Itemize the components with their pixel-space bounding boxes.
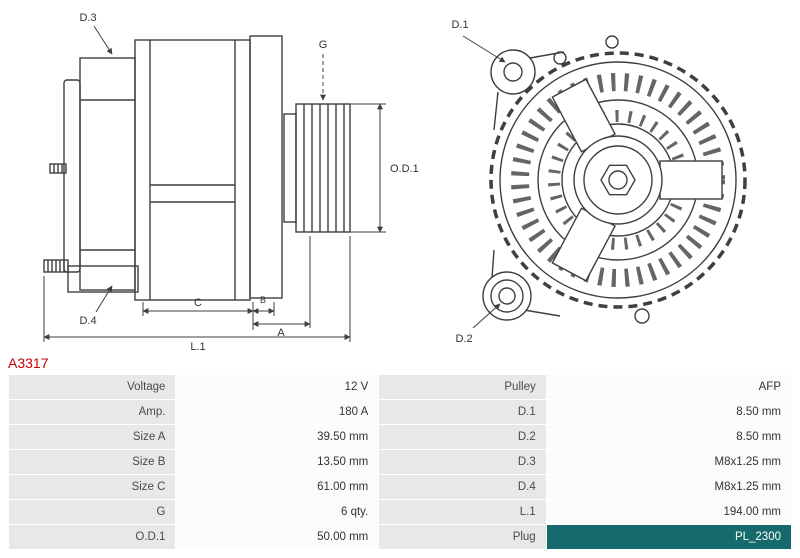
spec-label-cell: Size A bbox=[8, 424, 176, 450]
spec-value-cell: 13.50 mm bbox=[175, 449, 379, 475]
spec-row: Size A 39.50 mm D.2 8.50 mm bbox=[8, 424, 792, 450]
spec-value-cell: 39.50 mm bbox=[175, 424, 379, 450]
dim-label-g: G bbox=[319, 39, 328, 51]
dim-label-d2: D.2 bbox=[455, 333, 472, 345]
spec-label-cell: G bbox=[8, 499, 176, 525]
spec-label-cell: Plug bbox=[378, 524, 547, 550]
part-number: A3317 bbox=[8, 355, 49, 371]
spec-label-cell: D.4 bbox=[378, 474, 547, 500]
spec-label-cell: Pulley bbox=[378, 374, 547, 400]
alternator-drawing: D.3 G O.D.1 D.4 C B A L.1 bbox=[43, 12, 747, 352]
spec-label-cell: O.D.1 bbox=[8, 524, 176, 550]
spec-value-cell: 12 V bbox=[175, 374, 379, 400]
spec-value-cell: AFP bbox=[546, 374, 792, 400]
spec-row: O.D.1 50.00 mm Plug PL_2300 bbox=[8, 524, 792, 550]
dim-label-c: C bbox=[194, 297, 202, 309]
spec-value-cell: 194.00 mm bbox=[546, 499, 792, 525]
spec-label-cell: Amp. bbox=[8, 399, 176, 425]
spec-value-cell: 50.00 mm bbox=[175, 524, 379, 550]
dim-label-b: B bbox=[260, 295, 266, 305]
spec-value-cell: M8x1.25 mm bbox=[546, 474, 792, 500]
dim-label-l1: L.1 bbox=[190, 341, 205, 352]
spec-row: Size B 13.50 mm D.3 M8x1.25 mm bbox=[8, 449, 792, 475]
spec-value-cell: 8.50 mm bbox=[546, 424, 792, 450]
plug-value-cell: PL_2300 bbox=[546, 524, 792, 550]
spec-label-cell: Size C bbox=[8, 474, 176, 500]
spec-label-cell: L.1 bbox=[378, 499, 547, 525]
spec-label-cell: Voltage bbox=[8, 374, 176, 400]
front-view: D.1 D.2 bbox=[451, 19, 747, 345]
spec-label-cell: D.3 bbox=[378, 449, 547, 475]
spec-value-cell: 61.00 mm bbox=[175, 474, 379, 500]
spec-table: Voltage 12 V Pulley AFP Amp. 180 A D.1 8… bbox=[8, 374, 792, 550]
spec-label-cell: D.1 bbox=[378, 399, 547, 425]
dim-label-od1: O.D.1 bbox=[390, 163, 419, 175]
spec-row: Voltage 12 V Pulley AFP bbox=[8, 374, 792, 400]
dim-label-a: A bbox=[277, 327, 285, 339]
spec-row: Size C 61.00 mm D.4 M8x1.25 mm bbox=[8, 474, 792, 500]
spec-value-cell: 180 A bbox=[175, 399, 379, 425]
spec-value-cell: 8.50 mm bbox=[546, 399, 792, 425]
spec-label-cell: Size B bbox=[8, 449, 176, 475]
dim-label-d4: D.4 bbox=[79, 315, 96, 327]
dim-label-d1: D.1 bbox=[451, 19, 468, 31]
spec-value-cell: 6 qty. bbox=[175, 499, 379, 525]
spec-value-cell: M8x1.25 mm bbox=[546, 449, 792, 475]
spec-label-cell: D.2 bbox=[378, 424, 547, 450]
spec-row: G 6 qty. L.1 194.00 mm bbox=[8, 499, 792, 525]
technical-drawing: D.3 G O.D.1 D.4 C B A L.1 bbox=[8, 0, 792, 352]
dim-label-d3: D.3 bbox=[79, 12, 96, 24]
side-view: D.3 G O.D.1 D.4 C B A L.1 bbox=[43, 12, 419, 352]
spec-row: Amp. 180 A D.1 8.50 mm bbox=[8, 399, 792, 425]
